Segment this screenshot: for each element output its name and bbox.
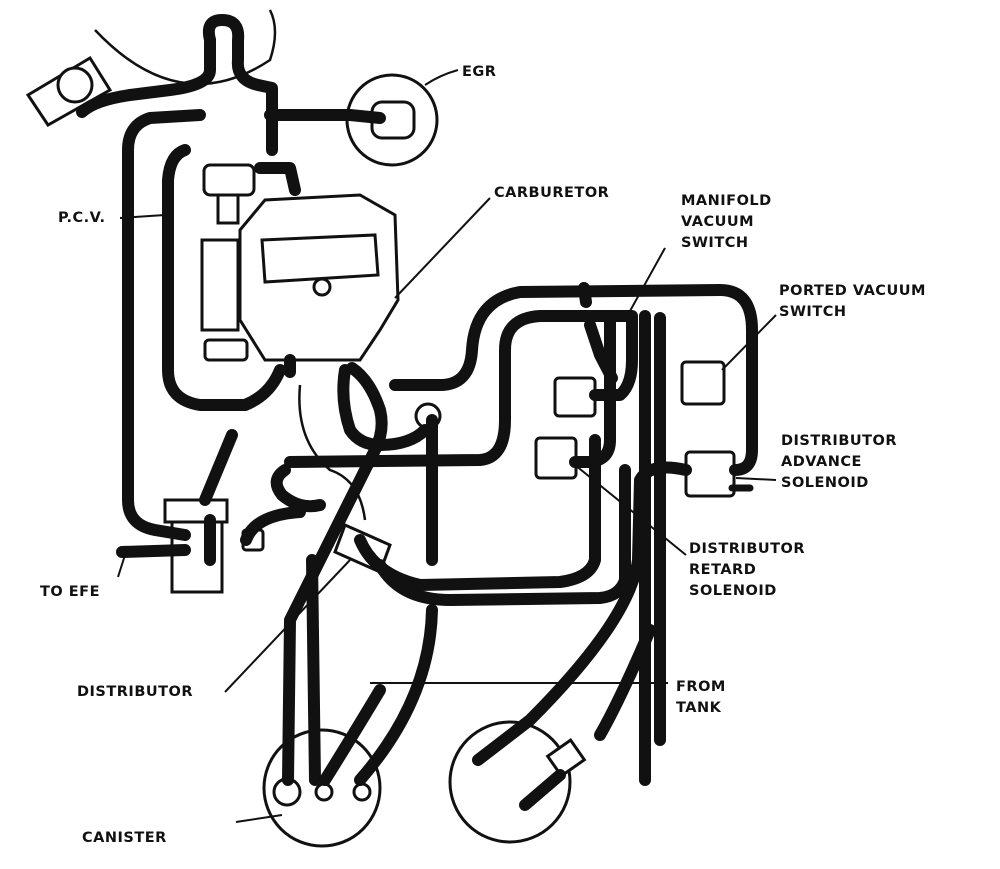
label-ported-vacuum-switch-1: PORTED VACUUM — [779, 283, 926, 299]
label-manifold-vacuum-switch-1: MANIFOLD — [681, 193, 772, 209]
label-distributor-retard-solenoid-1: DISTRIBUTOR — [689, 541, 805, 557]
label-pcv: P.C.V. — [58, 210, 105, 226]
label-canister: CANISTER — [82, 830, 167, 846]
label-distributor-advance-solenoid-2: ADVANCE — [781, 454, 862, 470]
label-manifold-vacuum-switch-2: VACUUM — [681, 214, 754, 230]
label-from-tank-1: FROM — [676, 679, 726, 695]
label-carburetor: CARBURETOR — [494, 185, 609, 201]
label-distributor: DISTRIBUTOR — [77, 684, 193, 700]
label-distributor-advance-solenoid-1: DISTRIBUTOR — [781, 433, 897, 449]
label-manifold-vacuum-switch-3: SWITCH — [681, 235, 749, 251]
vacuum-hoses — [76, 14, 758, 811]
distributor-housing — [298, 384, 367, 521]
label-distributor-retard-solenoid-2: RETARD — [689, 562, 756, 578]
air-cleaner-housing — [25, 55, 113, 127]
distributor-advance-solenoid — [684, 450, 736, 498]
air-cleaner-outline — [94, 9, 277, 86]
egr-valve — [345, 73, 439, 167]
label-egr: EGR — [462, 64, 496, 80]
ported-vacuum-switch — [680, 360, 726, 406]
label-to-efe: TO EFE — [40, 584, 100, 600]
label-from-tank-2: TANK — [676, 700, 722, 716]
label-distributor-advance-solenoid-3: SOLENOID — [781, 475, 869, 491]
label-ported-vacuum-switch-2: SWITCH — [779, 304, 847, 320]
distributor-retard-solenoid — [534, 436, 578, 480]
carburetor — [200, 163, 400, 362]
fuel-tank-valve — [448, 720, 587, 844]
manifold-vacuum-switch — [553, 376, 597, 418]
charcoal-canister — [262, 728, 382, 848]
label-leaders — [117, 69, 777, 823]
label-distributor-retard-solenoid-3: SOLENOID — [689, 583, 777, 599]
